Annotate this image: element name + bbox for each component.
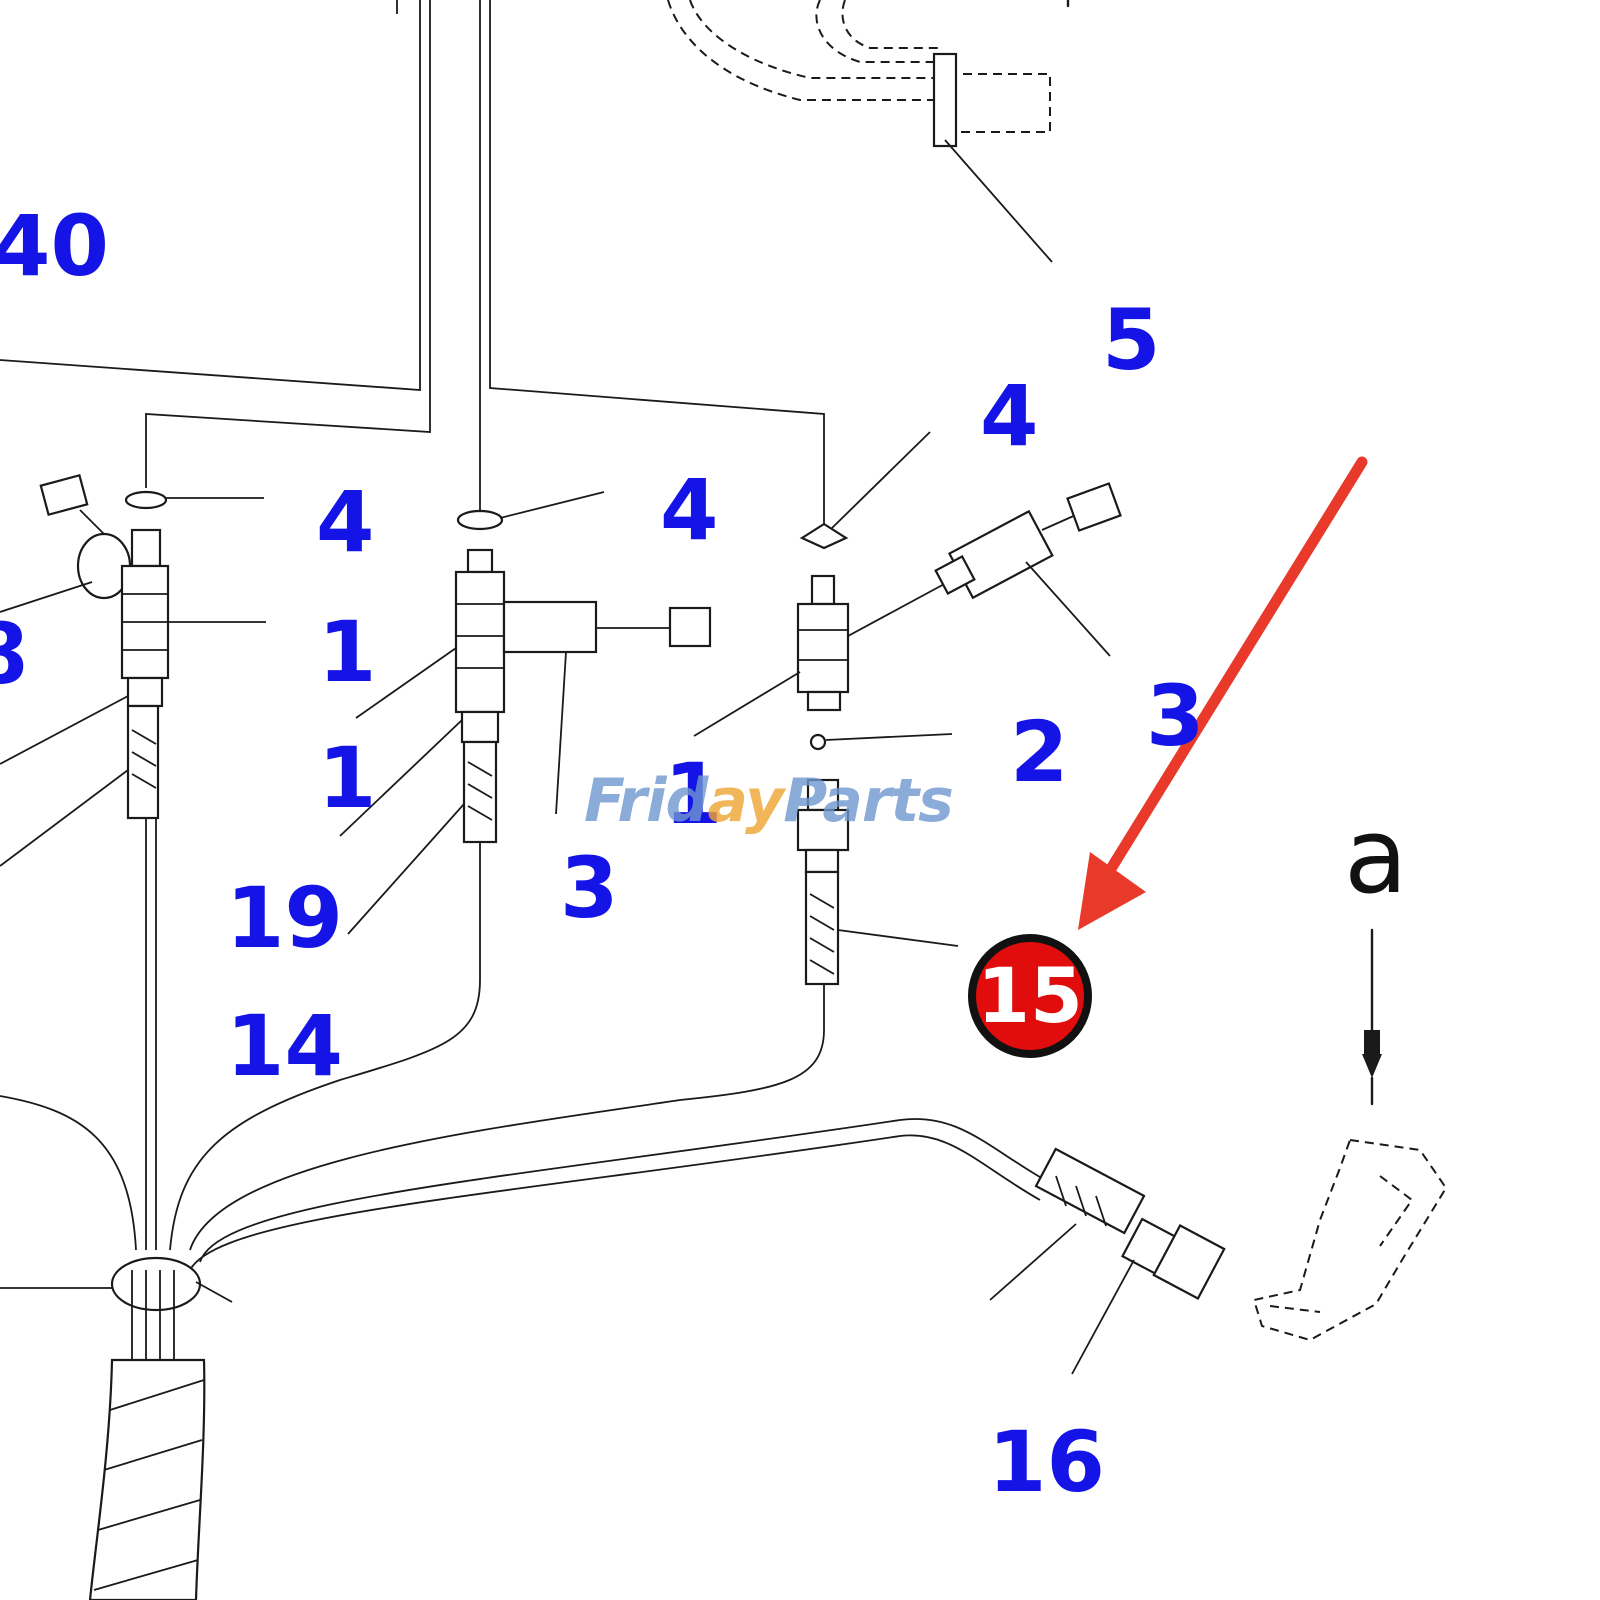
watermark-logo: FridayParts bbox=[584, 766, 954, 836]
callout-4-middle: 4 bbox=[660, 461, 719, 559]
switch-right bbox=[934, 482, 1122, 657]
dashed-pipe-assembly bbox=[667, 0, 1070, 263]
watermark-text-mid: ay bbox=[707, 766, 785, 836]
harness-wires-bottom bbox=[0, 818, 1053, 1600]
callout-3-middle: 3 bbox=[560, 839, 619, 937]
sensor-middle-left bbox=[339, 491, 712, 935]
connector-right bbox=[989, 1147, 1226, 1375]
red-pointer-arrow bbox=[1078, 456, 1368, 930]
detail-view-letter: a bbox=[1344, 795, 1408, 917]
callout-5: 5 bbox=[1102, 291, 1161, 389]
harness-wires-top bbox=[0, 0, 825, 528]
callout-1-lower: 1 bbox=[318, 729, 377, 827]
watermark-text-right: Parts bbox=[783, 766, 954, 836]
highlighted-part-label: 15 bbox=[977, 951, 1083, 1040]
callout-1-upper: 1 bbox=[318, 603, 377, 701]
callout-40: 40 bbox=[0, 197, 109, 295]
callout-4-right: 4 bbox=[980, 367, 1039, 465]
callout-8: 8 bbox=[0, 612, 28, 696]
callout-1-middle: 1 bbox=[664, 745, 723, 843]
callout-19: 19 bbox=[226, 869, 343, 967]
detail-view-a bbox=[1252, 928, 1448, 1342]
watermark-text-left: Frid bbox=[584, 766, 708, 836]
callout-2: 2 bbox=[1010, 703, 1069, 801]
highlighted-part-badge: 15 bbox=[968, 934, 1092, 1058]
callout-3-right: 3 bbox=[1146, 667, 1205, 765]
callout-14: 14 bbox=[226, 997, 343, 1095]
sensor-left bbox=[0, 473, 266, 867]
callout-4-left: 4 bbox=[316, 473, 375, 571]
sensor-middle-right bbox=[693, 431, 959, 986]
callout-16: 16 bbox=[988, 1413, 1105, 1511]
